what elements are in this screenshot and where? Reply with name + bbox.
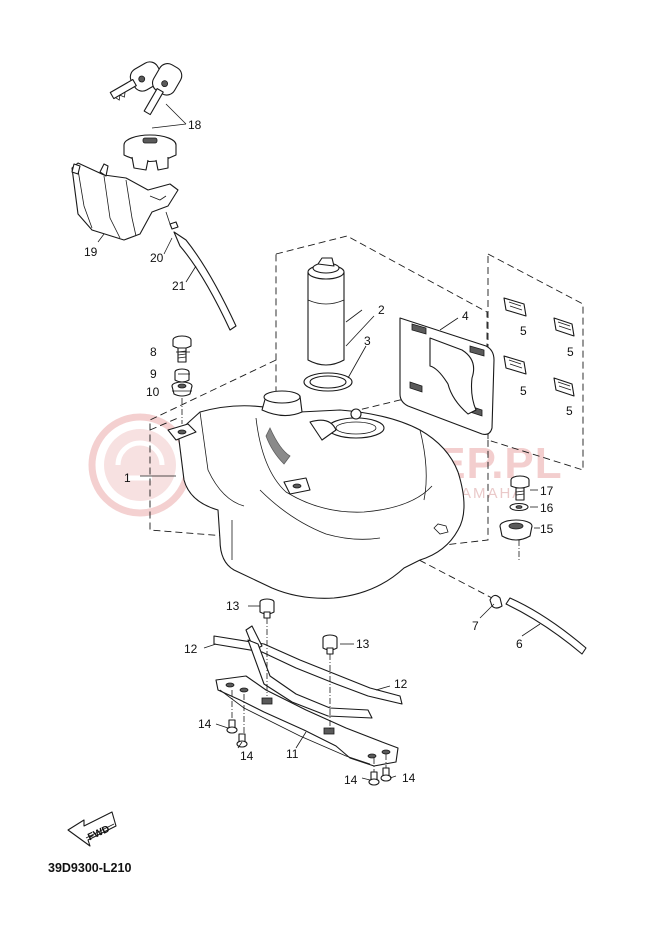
callout-14-d: 14	[402, 771, 416, 785]
damper-part-13-a	[259, 598, 275, 619]
fwd-arrow-icon: FWD	[67, 811, 117, 847]
callout-21: 21	[172, 279, 186, 293]
grommet-part-15	[499, 519, 533, 541]
callout-10: 10	[146, 385, 160, 399]
filler-tray-part-19	[71, 162, 179, 241]
callout-5-d: 5	[566, 404, 573, 418]
callout-7: 7	[472, 619, 479, 633]
callout-13-b: 13	[356, 637, 370, 651]
callout-6: 6	[516, 637, 523, 651]
callout-14-b: 14	[240, 749, 254, 763]
damper-part-13-b	[322, 634, 338, 655]
callout-19: 19	[84, 245, 98, 259]
callout-18: 18	[188, 118, 202, 132]
bolt-part-17	[510, 475, 530, 501]
callout-12-a: 12	[184, 642, 198, 656]
callouts: 1 2 3 4 5 5 5 5 6 7 8 9 10 11 12 12 13 1…	[84, 118, 574, 787]
fuel-sender-part-2	[307, 257, 345, 366]
bolt-part-8	[172, 335, 192, 363]
fuel-tank-part-1	[167, 390, 465, 599]
callout-5-b: 5	[567, 345, 574, 359]
rubber-plate-part-4	[399, 317, 495, 435]
callout-13-a: 13	[226, 599, 240, 613]
callout-1: 1	[124, 471, 131, 485]
callout-5-a: 5	[520, 324, 527, 338]
callout-3: 3	[364, 334, 371, 348]
callout-8: 8	[150, 345, 157, 359]
callout-12-b: 12	[394, 677, 408, 691]
callout-11: 11	[286, 747, 299, 761]
callout-16: 16	[540, 501, 554, 515]
callout-15: 15	[540, 522, 554, 536]
callout-20: 20	[150, 251, 164, 265]
fuel-hose-part-6	[505, 597, 587, 655]
assembly-lines	[181, 398, 520, 772]
collar-part-9	[174, 368, 190, 383]
washer-part-16	[509, 502, 529, 512]
callout-14-c: 14	[344, 773, 358, 787]
callout-9: 9	[150, 367, 157, 381]
grommet-part-10	[171, 381, 193, 397]
callout-5-c: 5	[520, 384, 527, 398]
diagram-code: 39D9300-L210	[48, 861, 131, 875]
tank-bracket-part-11	[215, 675, 399, 767]
callout-4: 4	[462, 309, 469, 323]
fuel-cap-part-18	[123, 134, 177, 171]
drain-hose-part-21	[165, 211, 237, 331]
clips-part-5	[503, 297, 575, 397]
strap-part-12-lower	[247, 639, 373, 719]
o-ring-part-3	[303, 372, 353, 392]
keys-part-18	[109, 61, 187, 129]
leader-lines	[97, 233, 541, 781]
callout-2: 2	[378, 303, 385, 317]
callout-17: 17	[540, 484, 554, 498]
callout-14-a: 14	[198, 717, 212, 731]
